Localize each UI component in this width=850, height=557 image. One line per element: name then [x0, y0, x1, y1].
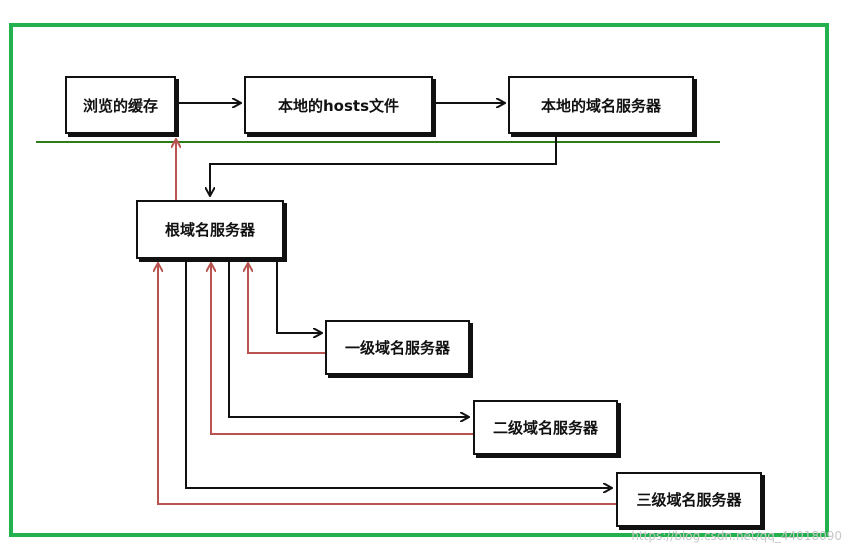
arrow-root-to-first-level: [276, 259, 321, 333]
arrow-first-level-to-root: [248, 264, 325, 354]
local-dns-label: 本地的域名服务器: [540, 96, 661, 115]
watermark: https://blog.csdn.net/qq_44018090: [631, 529, 842, 543]
hosts-file-label: 本地的hosts文件: [277, 96, 399, 115]
first-level-dns-label: 一级域名服务器: [344, 339, 450, 357]
arrow-root-to-third-level: [185, 259, 611, 488]
arrow-root-to-second-level: [228, 259, 468, 417]
browser-cache-label: 浏览的缓存: [82, 96, 158, 115]
root-dns-label: 根域名服务器: [164, 221, 255, 239]
root-dns-node: 根域名服务器: [136, 200, 284, 259]
local-dns-node: 本地的域名服务器: [508, 76, 694, 134]
first-level-dns-node: 一级域名服务器: [325, 320, 470, 375]
arrow-local-dns-to-root: [210, 133, 557, 195]
hosts-file-node: 本地的hosts文件: [244, 76, 433, 134]
second-level-dns-label: 二级域名服务器: [492, 419, 598, 437]
third-level-dns-node: 三级域名服务器: [616, 472, 762, 527]
browser-cache-node: 浏览的缓存: [65, 76, 176, 134]
diagram-frame: [9, 23, 829, 537]
arrow-second-level-to-root: [211, 264, 473, 435]
second-level-dns-node: 二级域名服务器: [473, 400, 618, 455]
arrow-third-level-to-root: [158, 264, 616, 505]
third-level-dns-label: 三级域名服务器: [636, 491, 742, 509]
